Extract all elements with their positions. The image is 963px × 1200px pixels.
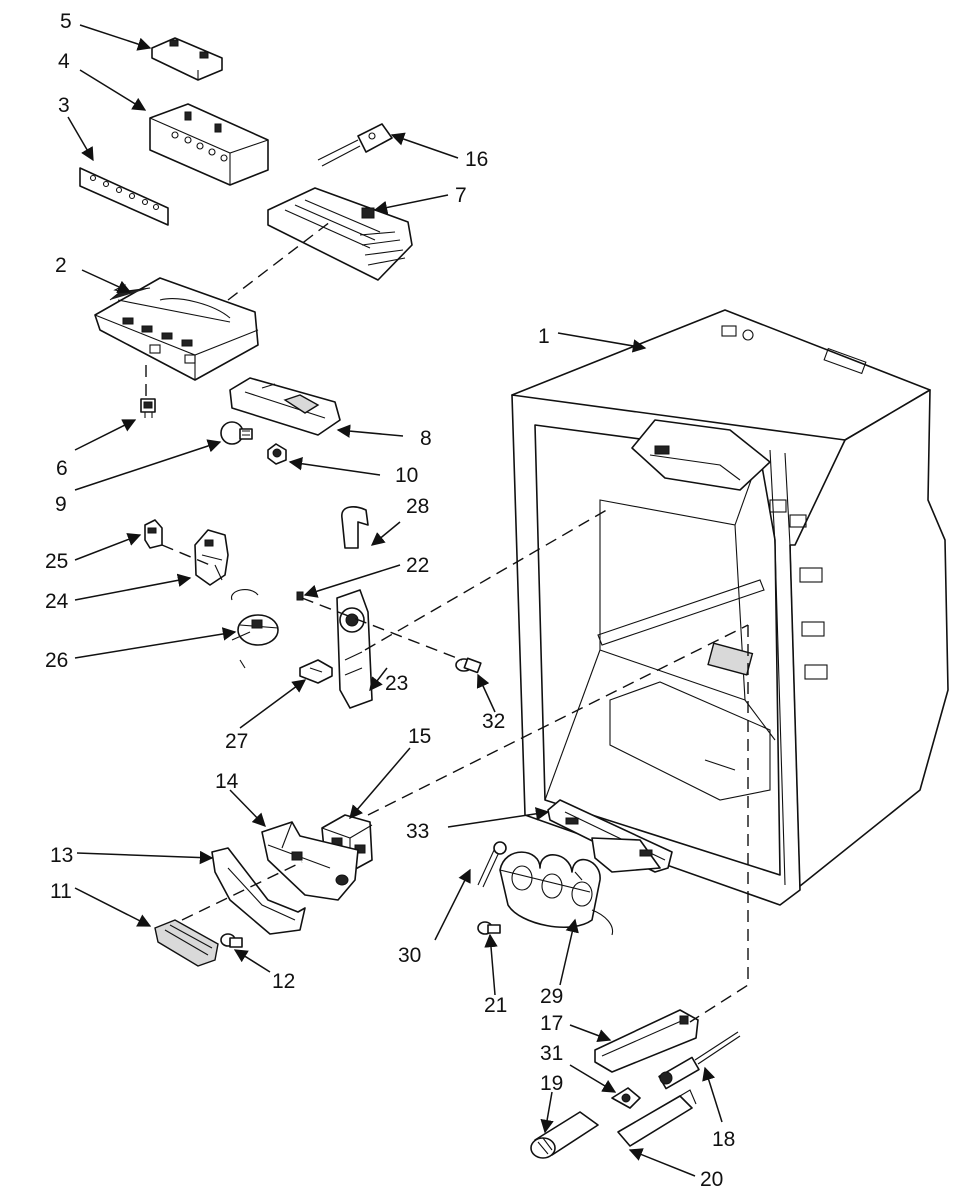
part-25-connector — [144, 519, 163, 549]
callout-4: 4 — [58, 50, 70, 73]
part-8-light-cover — [229, 377, 341, 436]
callout-22: 22 — [406, 554, 429, 577]
part-16-thermistor — [317, 123, 393, 167]
part-28-gasket — [341, 506, 369, 549]
callout-21: 21 — [484, 994, 507, 1017]
part-22-clip — [296, 591, 304, 601]
part-4-control-housing — [149, 103, 269, 186]
part-10-light-socket — [267, 443, 287, 465]
callout-28: 28 — [406, 495, 429, 518]
part-29-heater-coil — [499, 851, 614, 936]
part-27-bracket — [299, 659, 333, 684]
assembly-lines — [145, 221, 749, 1023]
part-21-screw — [477, 921, 501, 935]
callout-13: 13 — [50, 844, 73, 867]
callout-20: 20 — [700, 1168, 723, 1191]
part-24-housing — [194, 529, 229, 586]
callout-11: 11 — [50, 880, 72, 903]
callout-18: 18 — [712, 1128, 735, 1151]
callout-15: 15 — [408, 725, 431, 748]
callout-12: 12 — [272, 970, 295, 993]
callout-labels: 1 2 3 4 5 6 7 8 9 10 11 12 13 14 15 16 1… — [45, 10, 735, 1191]
part-5-bracket — [151, 37, 223, 81]
callout-10: 10 — [395, 464, 418, 487]
part-11-drip-tray — [154, 919, 219, 967]
callout-26: 26 — [45, 649, 68, 672]
leader-arrows — [67, 24, 723, 1177]
callout-17: 17 — [540, 1012, 563, 1035]
part-3-label-strip — [79, 167, 169, 226]
part-9-light-bulb — [220, 421, 253, 445]
part-20-handle — [617, 1089, 697, 1147]
callout-1: 1 — [538, 325, 550, 348]
callout-3: 3 — [58, 94, 70, 117]
part-6-switch — [140, 398, 156, 418]
part-2-control-panel — [94, 277, 259, 381]
part-13-dispenser-trim — [211, 847, 306, 935]
part-14-dispenser-housing — [261, 821, 359, 901]
part-19-filter-cartridge — [530, 1111, 599, 1159]
part-18-thermistor-assembly — [658, 1031, 741, 1090]
callout-16: 16 — [465, 148, 488, 171]
callout-32: 32 — [482, 710, 505, 733]
callout-14: 14 — [215, 770, 239, 793]
callout-5: 5 — [60, 10, 72, 33]
part-23-air-duct — [336, 589, 373, 709]
part-12-screw — [220, 933, 243, 948]
callout-24: 24 — [45, 590, 69, 613]
callout-31: 31 — [540, 1042, 563, 1065]
part-26-damper-motor — [231, 589, 279, 669]
part-30-wire-harness — [477, 841, 507, 888]
callout-27: 27 — [225, 730, 248, 753]
callout-2: 2 — [55, 254, 67, 277]
callout-8: 8 — [420, 427, 432, 450]
callout-6: 6 — [56, 457, 68, 480]
callout-25: 25 — [45, 550, 68, 573]
part-33-rail-assembly — [547, 799, 673, 873]
callout-30: 30 — [398, 944, 421, 967]
callout-9: 9 — [55, 493, 67, 516]
part-17-bracket — [594, 1009, 699, 1073]
callout-23: 23 — [385, 672, 408, 695]
callout-29: 29 — [540, 985, 563, 1008]
callout-19: 19 — [540, 1072, 563, 1095]
part-31-cap — [611, 1087, 641, 1109]
part-32-screw — [455, 657, 482, 674]
part-7-air-diffuser — [267, 187, 413, 281]
callout-33: 33 — [406, 820, 429, 843]
callout-7: 7 — [455, 184, 467, 207]
part-1-refrigerator-liner — [511, 309, 949, 906]
